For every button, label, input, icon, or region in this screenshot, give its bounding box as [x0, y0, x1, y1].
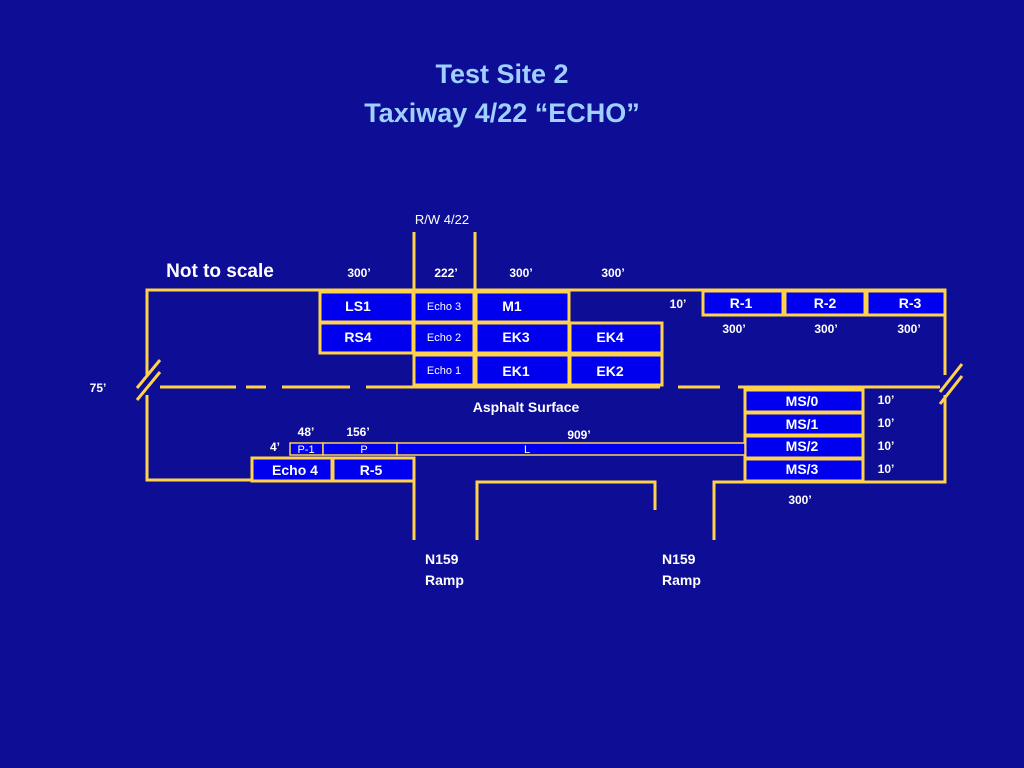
zone-echo4-label: Echo 4 — [272, 462, 318, 478]
zone-r2 — [783, 289, 867, 317]
ms0-dim: 10’ — [878, 393, 895, 407]
zone-ek3-label: EK3 — [502, 329, 529, 345]
zone-ls1 — [318, 290, 415, 324]
break-mark-left-2 — [135, 359, 162, 389]
top-dim-2: 222’ — [434, 266, 457, 280]
title-line-2: Taxiway 4/22 “ECHO” — [364, 98, 640, 128]
zone-echo2-label: Echo 2 — [427, 332, 461, 344]
zone-ek4 — [568, 321, 664, 355]
p1-length: 48’ — [298, 425, 315, 439]
top-dim-1: 300’ — [347, 266, 370, 280]
zone-p1-label: P-1 — [297, 444, 314, 456]
ms-length: 300’ — [788, 493, 811, 507]
ramp-1-name: N159 — [425, 551, 459, 567]
break-mark-left-1 — [135, 371, 162, 401]
zone-ek2-label: EK2 — [596, 363, 623, 379]
r1-dim: 300’ — [722, 322, 745, 336]
r2-dim: 300’ — [814, 322, 837, 336]
p-length: 156’ — [346, 425, 369, 439]
ramp-2-type: Ramp — [662, 572, 701, 588]
zone-r3 — [865, 289, 947, 317]
zone-r5-label: R-5 — [360, 462, 383, 478]
zone-ls1-label: LS1 — [345, 298, 371, 314]
r-gap-label: 10’ — [670, 297, 687, 311]
runway-label: R/W 4/22 — [415, 212, 469, 227]
zone-ms1-label: MS/1 — [786, 416, 819, 432]
zone-ek4-label: EK4 — [596, 329, 623, 345]
zone-echo2 — [412, 321, 476, 355]
width-label: 75’ — [90, 381, 107, 395]
zone-echo1 — [412, 353, 476, 387]
zone-ek3 — [474, 321, 571, 355]
surface-label: Asphalt Surface — [473, 399, 580, 415]
zone-m1 — [474, 290, 571, 324]
top-dim-4: 300’ — [601, 266, 624, 280]
zone-r3-label: R-3 — [899, 295, 922, 311]
r3-dim: 300’ — [897, 322, 920, 336]
ms2-dim: 10’ — [878, 439, 895, 453]
zone-ms2-label: MS/2 — [786, 438, 819, 454]
zone-l-label: L — [524, 444, 530, 456]
zone-l — [396, 442, 746, 456]
zone-echo3 — [412, 290, 476, 324]
zone-echo1-label: Echo 1 — [427, 365, 461, 377]
zone-r2-label: R-2 — [814, 295, 837, 311]
ms3-dim: 10’ — [878, 462, 895, 476]
ms1-dim: 10’ — [878, 416, 895, 430]
zone-r1-label: R-1 — [730, 295, 753, 311]
zone-r1 — [701, 289, 785, 317]
scale-note: Not to scale — [166, 261, 274, 282]
break-mark-right-1 — [938, 363, 964, 393]
zone-p-label: P — [360, 444, 367, 456]
top-dim-3: 300’ — [509, 266, 532, 280]
p-width: 4’ — [270, 440, 280, 454]
zone-echo3-label: Echo 3 — [427, 301, 461, 313]
zone-ek1 — [474, 353, 571, 387]
zone-rs4-label: RS4 — [344, 329, 371, 345]
ramp-left-edge — [475, 480, 657, 540]
zone-ek1-label: EK1 — [502, 363, 529, 379]
zone-ms0-label: MS/0 — [786, 393, 819, 409]
title-line-1: Test Site 2 — [435, 59, 568, 89]
l-length: 909’ — [567, 428, 590, 442]
taxiway-top-edge — [145, 288, 947, 375]
zone-r5 — [331, 456, 416, 483]
ramp-1-type: Ramp — [425, 572, 464, 588]
break-mark-right-2 — [938, 375, 964, 405]
zone-ek2 — [568, 353, 664, 387]
zone-ms3-label: MS/3 — [786, 461, 819, 477]
zone-m1-label: M1 — [502, 298, 522, 314]
ramp-2-name: N159 — [662, 551, 696, 567]
zone-ms3 — [743, 457, 865, 483]
